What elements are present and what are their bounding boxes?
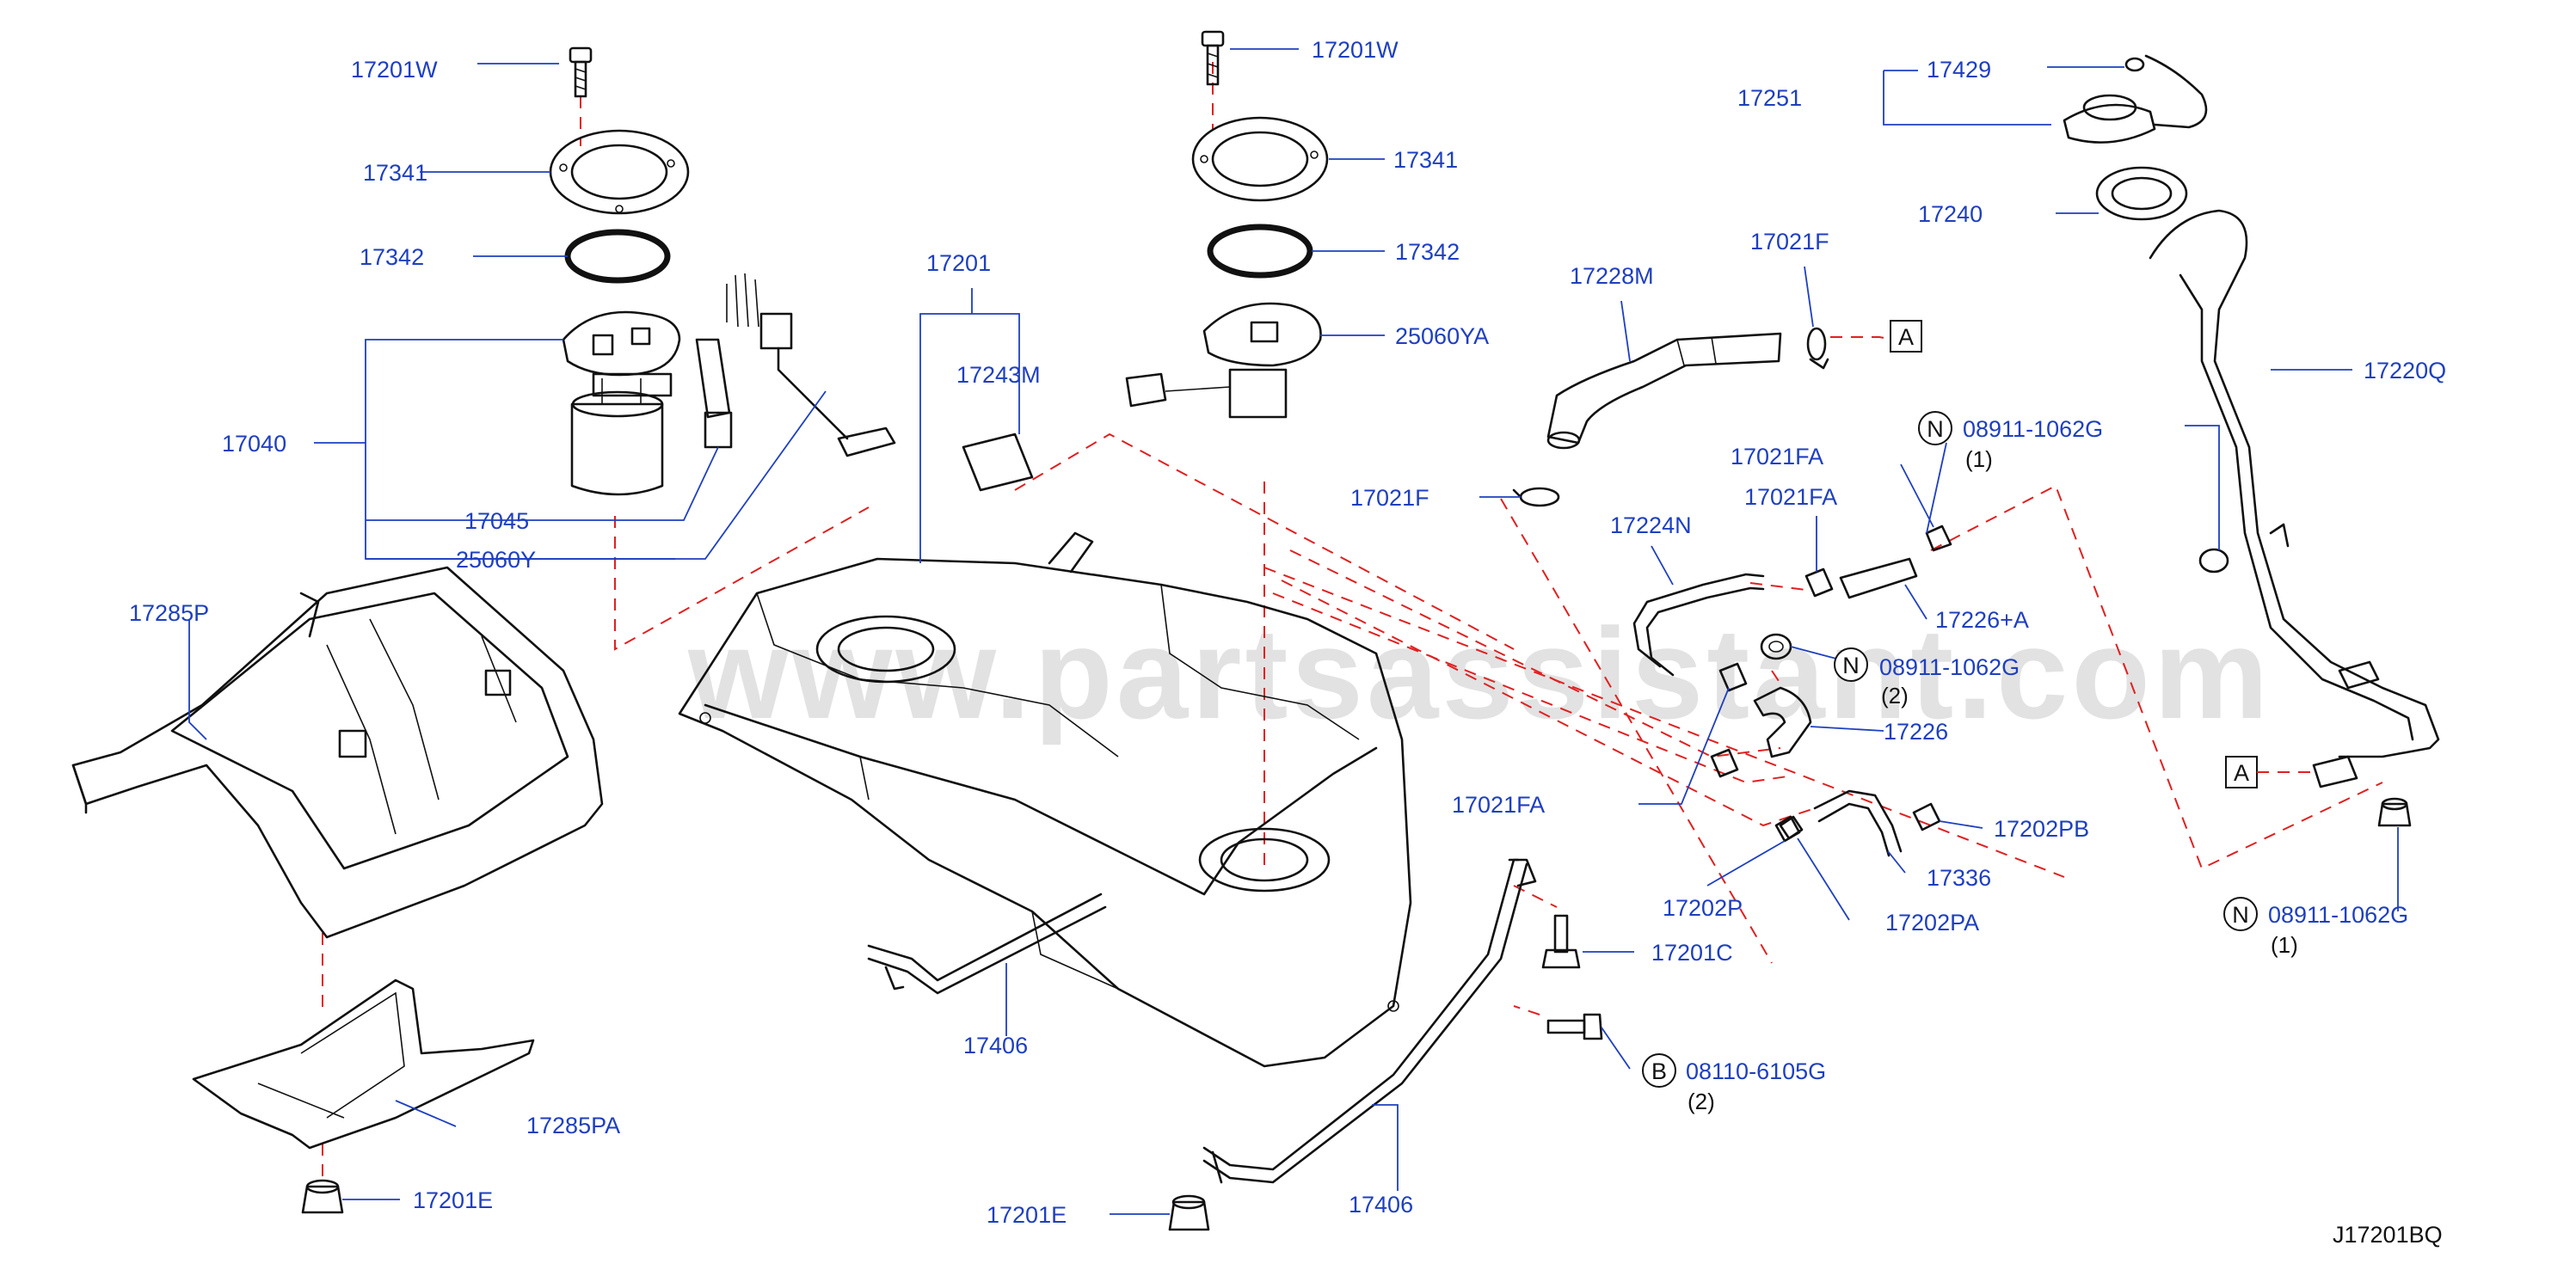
bolt-08110-6105G [1546,1013,1603,1040]
callout-08911-qty-a: (1) [1965,446,1993,472]
callout-17202P: 17202P [1663,895,1743,921]
mark-N-2: N [1834,647,1868,682]
mark-N-1: N [1918,411,1952,445]
clip-17202PA [1779,815,1804,840]
hose-17224N [1632,573,1765,677]
hose-17336 [1813,789,1903,857]
mark-N-3: N [2223,897,2258,931]
grommet-08911-1062G-a [2198,548,2229,574]
callout-17341-left: 17341 [363,160,427,186]
o-ring-17342-left [564,229,671,284]
svg-text:N: N [2232,902,2249,928]
callout-17228M: 17228M [1570,263,1654,289]
svg-text:A: A [2234,760,2249,786]
callout-08911-1062G-a: 08911-1062G [1963,416,2103,442]
svg-text:N: N [1842,653,1860,678]
callout-17285P: 17285P [129,600,209,626]
heat-shield-17285P [71,566,604,939]
label-17243M [962,432,1034,492]
callout-17201W-right: 17201W [1312,37,1399,63]
callout-17406-right: 17406 [1349,1192,1413,1218]
ref-box-A-top: A [1890,320,1922,353]
callout-17224N: 17224N [1610,512,1692,538]
callout-17021F-mid: 17021F [1350,485,1429,511]
watermark: www.partsassistant.com [687,601,2272,745]
leader-lines [188,48,2399,1215]
callout-17045: 17045 [464,508,529,534]
heat-shield-17285PA [192,978,535,1150]
diagram-code: J17201BQ [2333,1222,2443,1248]
sender-unit-17045 [695,273,759,449]
nut-17201E-left [301,1179,344,1214]
callout-08911-1062G-c: 08911-1062G [2268,902,2408,928]
callout-17021FA-2: 17021FA [1744,484,1837,510]
bolt-17201W-right [1201,30,1225,86]
retainer-plate-17341-right [1191,116,1329,202]
mark-B: B [1642,1053,1676,1088]
callout-17220Q: 17220Q [2364,358,2446,383]
callout-17406-left: 17406 [963,1033,1028,1058]
svg-text:B: B [1651,1058,1667,1084]
sender-unit-25060YA [1125,302,1322,419]
callout-17240: 17240 [1918,201,1983,227]
filler-tube-17220Q [2149,209,2440,788]
callout-17021FA-1: 17021FA [1731,444,1823,469]
callout-17021FA-3: 17021FA [1452,792,1545,818]
callout-17251: 17251 [1737,85,1802,111]
callout-17341-right: 17341 [1393,147,1458,173]
callout-17201E-right: 17201E [987,1202,1067,1228]
hose-17226A [1839,557,1918,599]
hose-17226 [1753,686,1812,758]
tank-strap-17406-right [1202,858,1537,1184]
nut-17201E-right [1168,1194,1210,1231]
ref-box-A-bottom: A [2225,756,2314,788]
o-ring-17342-right [1207,224,1313,279]
callout-08911-qty-b: (2) [1881,683,1909,709]
svg-text:A: A [1898,324,1914,350]
callout-17226: 17226 [1884,719,1948,745]
retainer-plate-17341-left [549,129,690,215]
callout-17336: 17336 [1927,865,1991,891]
callout-25060Y: 25060Y [456,547,536,573]
callout-17201W-left: 17201W [351,57,438,83]
fuel-pump-assembly-17040 [562,310,681,496]
callout-17202PA: 17202PA [1885,910,1979,936]
callout-17342-left: 17342 [360,244,424,270]
callout-17201: 17201 [926,250,991,276]
callout-17201C: 17201C [1651,940,1733,966]
callout-25060YA: 25060YA [1395,323,1489,349]
callout-17040: 17040 [222,431,286,457]
callout-17243M: 17243M [956,362,1041,388]
callout-17226A: 17226+A [1935,607,2029,633]
callout-17021F-top: 17021F [1750,229,1829,255]
clamp-17021F-top [1806,327,1829,370]
filler-seal-17240 [2095,166,2188,221]
clip-17202PB [1912,802,1941,831]
callout-labels: 17201W 17341 17342 17040 17045 25060Y 17… [129,37,2446,1248]
callout-17429: 17429 [1927,57,1991,83]
tank-strap-17406-left [867,893,1107,995]
filler-cap-17251 [2063,54,2208,144]
bolt-17201C [1541,914,1581,969]
fuel-level-sensor-25060Y [759,312,896,457]
callout-08110-6105G: 08110-6105G [1686,1058,1826,1084]
nut-08911-1062G-c [2377,797,2412,827]
clamps-17021FA [1710,525,1952,778]
fuel-tank-17201 [678,531,1412,1068]
svg-text:N: N [1927,416,1944,442]
callout-17201E-left: 17201E [413,1187,493,1213]
bolt-17201W-left [569,46,593,98]
callout-17202PB: 17202PB [1994,816,2089,842]
callout-08911-qty-c: (1) [2271,932,2298,958]
hose-17228M [1546,332,1782,450]
callout-17342-right: 17342 [1395,239,1460,265]
callout-08110-qty: (2) [1688,1089,1715,1114]
callout-17285PA: 17285PA [526,1113,620,1138]
callout-08911-1062G-b: 08911-1062G [1879,654,2020,680]
